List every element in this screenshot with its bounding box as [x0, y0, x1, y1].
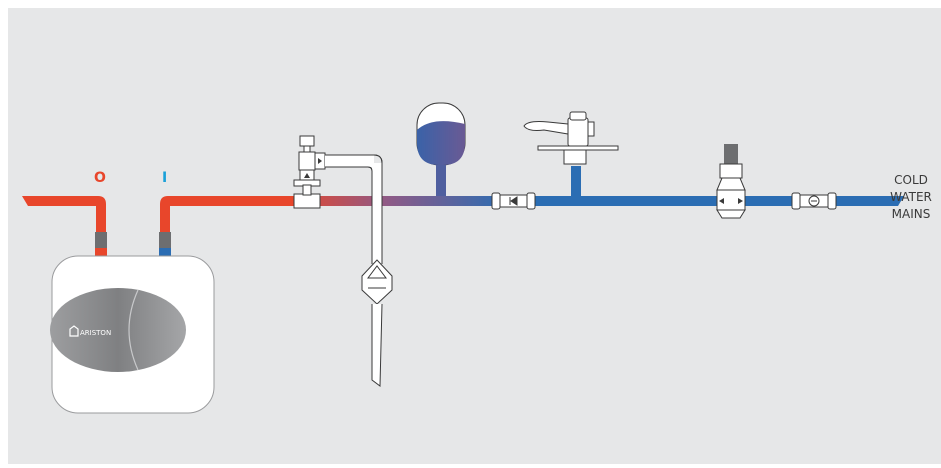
cold-connector-band — [159, 248, 171, 256]
mains-label-line2: WATER — [890, 190, 932, 204]
brand-label: ARISTON — [80, 329, 111, 337]
cold-inlet-label: I — [162, 170, 167, 186]
hot-connector-band — [95, 248, 107, 256]
pressure-reducing-valve-icon — [716, 144, 746, 219]
tundish-icon — [361, 259, 393, 387]
isolation-valve-icon — [791, 192, 837, 210]
water-heater-panel-divider — [128, 289, 139, 371]
tap-icon — [523, 111, 619, 196]
cold-connector — [159, 232, 171, 248]
diagram-canvas: ARISTON O I — [8, 8, 941, 464]
cold-water-mains-label: COLD WATER MAINS — [890, 173, 932, 221]
hot-outlet-label: O — [94, 170, 106, 186]
non-return-valve-icon — [491, 192, 536, 210]
ariston-logo: ARISTON — [69, 325, 111, 337]
mains-pipe-end — [896, 196, 904, 206]
mains-label-line3: MAINS — [892, 207, 931, 221]
expansion-vessel-icon — [416, 102, 466, 196]
supply-pipe-mixed — [308, 196, 508, 206]
water-heater-front-panel — [50, 288, 186, 372]
mains-label-line1: COLD — [894, 173, 928, 187]
cold-inlet-pipe — [160, 196, 308, 246]
supply-pipe-cold — [506, 196, 898, 206]
installation-diagram: ARISTON O I — [8, 8, 941, 464]
discharge-pipe — [325, 154, 383, 264]
relief-valve-icon — [293, 135, 326, 209]
hot-connector — [95, 232, 107, 248]
